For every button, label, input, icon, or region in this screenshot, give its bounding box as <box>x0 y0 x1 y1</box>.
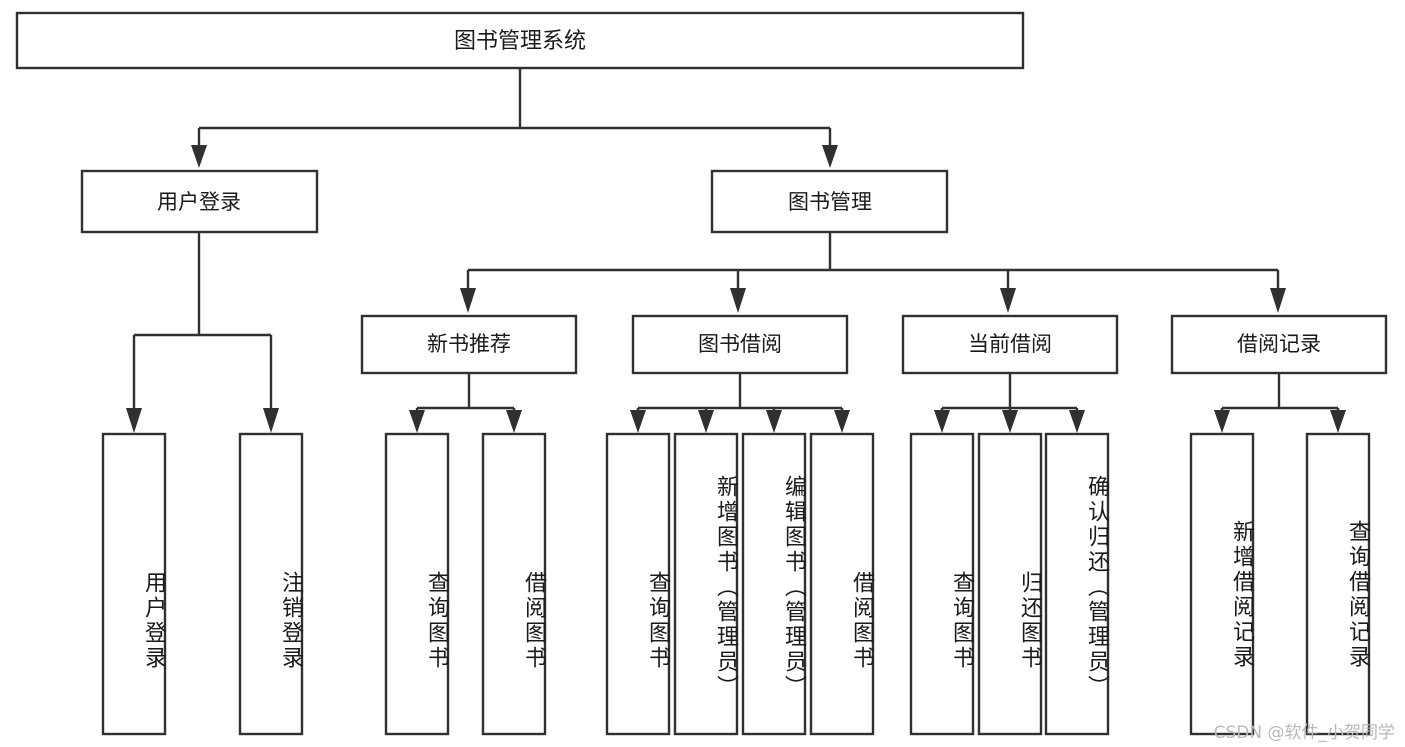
root-label: 图书管理系统 <box>454 29 586 54</box>
connector-current-borrow-to-leaves <box>934 373 1085 433</box>
root-box[interactable] <box>15 11 1025 70</box>
arrow-head-icon <box>822 145 838 168</box>
node-user-login[interactable]: 用户登录 <box>80 169 319 234</box>
arrow-head-icon <box>1002 410 1018 433</box>
leaf-box-return-book[interactable] <box>977 432 1043 736</box>
new-book-recommend-box[interactable] <box>360 314 578 375</box>
connector-new-book-recommend-to-leaves <box>409 373 522 433</box>
arrow-head-icon <box>834 410 850 433</box>
node-book-borrow[interactable]: 图书借阅 <box>631 314 849 375</box>
arrow-head-icon <box>460 288 476 313</box>
node-current-borrow[interactable]: 当前借阅 <box>901 314 1119 375</box>
node-root[interactable]: 图书管理系统 <box>15 11 1025 70</box>
connector-borrow-record-to-leaves <box>1214 373 1346 433</box>
arrow-head-icon <box>409 410 425 433</box>
arrow-head-icon <box>766 410 782 433</box>
current-borrow-box[interactable] <box>901 314 1119 375</box>
leaf-box-borrow-book-1[interactable] <box>481 432 547 736</box>
leaf-box-borrow-book-2[interactable] <box>809 432 875 736</box>
arrow-head-icon <box>126 408 142 433</box>
arrow-head-icon <box>698 410 714 433</box>
connector-book-management-to-level3 <box>460 232 1286 313</box>
current-borrow-label: 当前借阅 <box>968 332 1052 356</box>
arrow-head-icon <box>1330 410 1346 433</box>
arrow-head-icon <box>1214 410 1230 433</box>
arrow-head-icon <box>1000 288 1016 313</box>
leaf-box-query-book-2[interactable] <box>605 432 671 736</box>
book-management-label: 图书管理 <box>788 190 872 214</box>
connector-book-borrow-to-leaves <box>630 373 850 433</box>
book-borrow-label: 图书借阅 <box>698 332 782 356</box>
leaf-box-add-book[interactable] <box>673 432 739 736</box>
arrow-head-icon <box>934 410 950 433</box>
connector-user-login-to-leaves <box>126 232 279 433</box>
leaf-box-query-book-3[interactable] <box>909 432 975 736</box>
arrow-head-icon <box>1069 410 1085 433</box>
watermark-label: CSDN @软件_小贺同学 <box>1213 723 1395 743</box>
arrow-head-icon <box>263 408 279 433</box>
user-login-box[interactable] <box>80 169 319 234</box>
user-login-label: 用户登录 <box>157 190 241 214</box>
leaf-box-query-book-1[interactable] <box>384 432 450 736</box>
arrow-head-icon <box>1270 288 1286 313</box>
arrow-head-icon <box>506 410 522 433</box>
node-borrow-record[interactable]: 借阅记录 <box>1170 314 1388 375</box>
node-book-management[interactable]: 图书管理 <box>710 169 949 234</box>
arrow-head-icon <box>191 145 207 168</box>
leaf-box-confirm-return[interactable] <box>1044 432 1110 736</box>
leaf-box-add-record[interactable] <box>1189 432 1255 736</box>
arrow-head-icon <box>730 288 746 313</box>
borrow-record-label: 借阅记录 <box>1237 332 1321 356</box>
node-new-book-recommend[interactable]: 新书推荐 <box>360 314 578 375</box>
arrow-head-icon <box>630 410 646 433</box>
leaf-box-edit-book[interactable] <box>741 432 807 736</box>
leaf-box-user-login[interactable] <box>101 432 167 736</box>
leaf-box-logout[interactable] <box>238 432 304 736</box>
leaf-box-query-record[interactable] <box>1305 432 1371 736</box>
connector-root-to-level2 <box>191 68 838 168</box>
new-book-recommend-label: 新书推荐 <box>427 332 511 356</box>
